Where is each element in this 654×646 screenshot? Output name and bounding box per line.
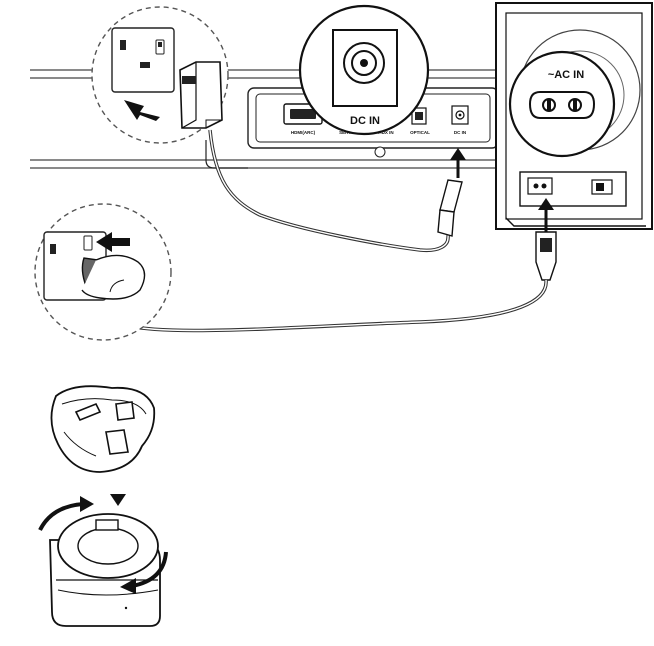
optical-port-label: OPTICAL bbox=[410, 130, 430, 135]
rotate-arrow-right-icon bbox=[131, 551, 168, 588]
ac-in-callout: ~AC IN bbox=[508, 50, 616, 158]
aux-port-label: AUX IN bbox=[378, 130, 393, 135]
ac-insert-arrow bbox=[538, 198, 554, 232]
dc-in-callout-label: DC IN bbox=[350, 115, 380, 127]
dc-in-callout: DC IN bbox=[298, 4, 430, 136]
hand-plug-callout bbox=[34, 203, 172, 341]
dc-in-port-label: DC IN bbox=[454, 130, 466, 135]
down-pointer-icon bbox=[110, 494, 126, 506]
ac-in-callout-label: ~AC IN bbox=[548, 69, 584, 81]
push-arrow-bottom bbox=[96, 232, 130, 252]
plug-adapter-top-view bbox=[50, 385, 156, 473]
dc-plug bbox=[437, 179, 463, 237]
ac-plug bbox=[535, 231, 557, 281]
dc-in-port: DC IN bbox=[451, 105, 469, 135]
push-arrow-top bbox=[124, 100, 160, 121]
optical-port: OPTICAL bbox=[410, 107, 430, 135]
power-adapter bbox=[179, 61, 223, 129]
adapter-rotate-view bbox=[49, 513, 161, 627]
dc-insert-arrow bbox=[450, 148, 466, 178]
rotate-arrow-left-icon bbox=[38, 502, 85, 531]
hdmi-port-label: HDMI(ARC) bbox=[291, 130, 316, 135]
